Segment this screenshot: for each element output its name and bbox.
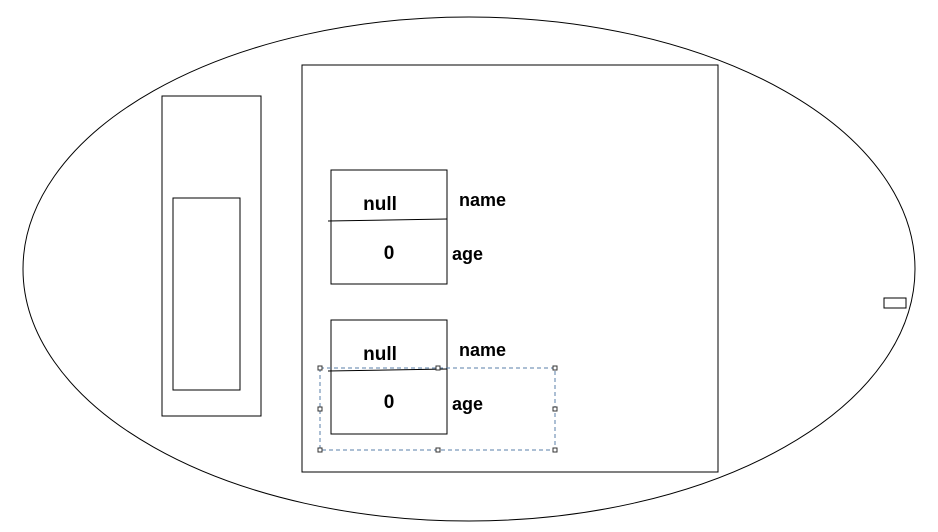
resize-handle-ne[interactable]	[552, 365, 558, 371]
resize-handle-n[interactable]	[435, 365, 441, 371]
resize-handle-e[interactable]	[552, 406, 558, 412]
object-1-age-value: 0	[384, 243, 395, 264]
object-2-age-label: age	[452, 394, 483, 414]
memory-ellipse	[22, 16, 916, 522]
object-1-name-label: name	[459, 190, 506, 210]
resize-handle-nw[interactable]	[317, 365, 323, 371]
object-1-age-label: age	[452, 244, 483, 264]
object-2[interactable]: null 0 name age	[327, 319, 506, 435]
ellipse-edge-handle[interactable]	[883, 297, 907, 309]
resize-handle-sw[interactable]	[317, 447, 323, 453]
object-2-divider	[327, 368, 448, 372]
resize-handle-w[interactable]	[317, 406, 323, 412]
object-2-name-value: null	[363, 344, 397, 365]
object-2-age-value: 0	[384, 392, 395, 413]
object-2-name-label: name	[459, 340, 506, 360]
selection-frame[interactable]	[317, 365, 558, 453]
object-1: null 0 name age	[327, 169, 506, 285]
resize-handle-se[interactable]	[552, 447, 558, 453]
stack-frame	[172, 197, 241, 391]
resize-handle-s[interactable]	[435, 447, 441, 453]
object-1-divider	[327, 218, 448, 222]
object-1-box	[330, 169, 448, 285]
object-1-name-value: null	[363, 194, 397, 215]
object-2-box[interactable]	[330, 319, 448, 435]
